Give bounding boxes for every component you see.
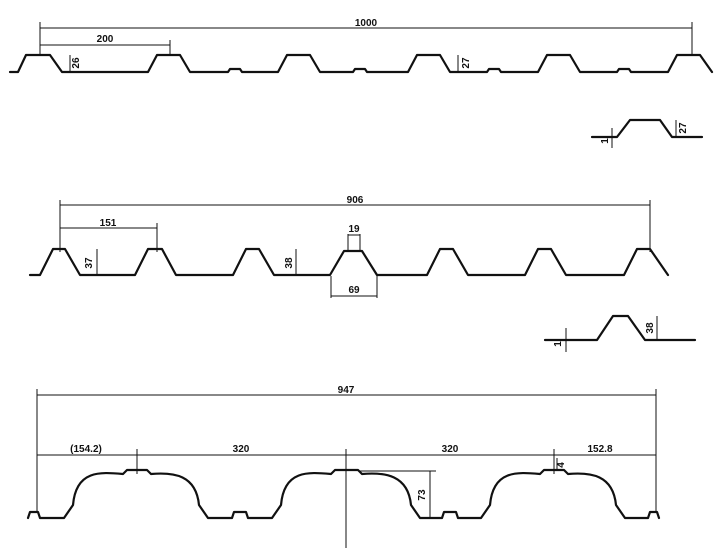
dim-label-200: 200	[97, 34, 114, 45]
profile-2-detail: 1 38	[543, 314, 697, 352]
dim-label-27: 27	[461, 57, 472, 69]
detail-1-outline	[590, 118, 704, 139]
dim-label-320-b: 320	[442, 444, 459, 455]
profile-1: 1000 200 26 27	[8, 18, 714, 74]
dim-label-19: 19	[348, 224, 360, 235]
dim-label-26: 26	[71, 57, 82, 69]
dim-label-38: 38	[284, 257, 295, 269]
dim-label-152-8: 152.8	[587, 444, 612, 455]
dim-label-947: 947	[338, 385, 355, 396]
dim-label-154-2: (154.2)	[70, 444, 102, 455]
dim-label-1000: 1000	[355, 18, 378, 29]
dim-label-151: 151	[100, 218, 117, 229]
dim-label-320-a: 320	[233, 444, 250, 455]
dim-label-69: 69	[348, 285, 360, 296]
dim-label-906: 906	[347, 195, 364, 206]
dim-label-thickness-1: 1	[600, 138, 611, 144]
profile-2-outline	[28, 247, 670, 277]
dim-label-27-detail: 27	[678, 122, 689, 134]
profile-2: 906 151 37 38 19 69	[28, 195, 670, 298]
profile-3-outline	[26, 468, 661, 520]
dim-label-38-detail: 38	[645, 322, 656, 334]
dim-label-thickness-2: 1	[553, 341, 564, 347]
profile-3: 947 (154.2) 320 320 152.8 73 4	[26, 385, 661, 548]
profile-1-detail: 1 27	[590, 118, 704, 148]
detail-2-outline	[543, 314, 697, 342]
profile-1-outline	[8, 53, 714, 74]
dim-label-4: 4	[556, 462, 567, 468]
dim-label-37: 37	[84, 257, 95, 269]
dim-label-73: 73	[417, 489, 428, 501]
